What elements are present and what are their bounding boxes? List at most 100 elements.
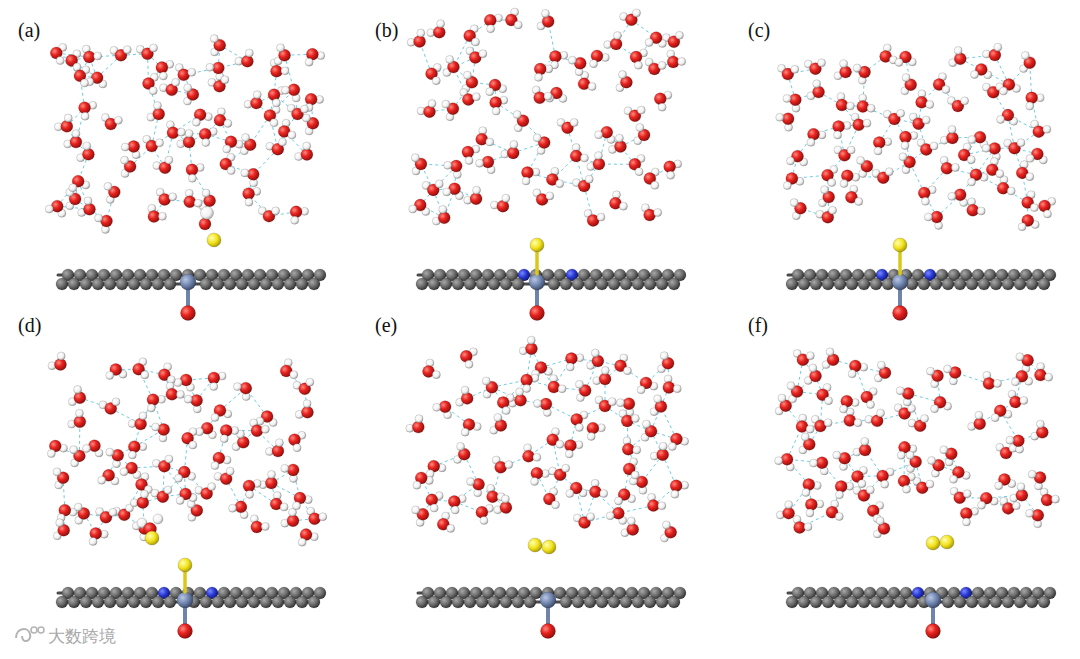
hydrogen-atom	[152, 423, 160, 431]
hydrogen-atom	[633, 9, 641, 17]
hydrogen-atom	[246, 490, 254, 498]
hydrogen-atom	[443, 188, 451, 196]
oxygen-atom	[301, 148, 313, 160]
oxygen-atom	[438, 212, 450, 224]
carbon-atom	[822, 596, 834, 608]
hydrogen-atom	[570, 119, 578, 127]
oxygen-atom	[989, 142, 1001, 154]
hydrogen-atom	[835, 513, 843, 521]
hydrogen-atom	[951, 164, 959, 172]
carbon-atom	[152, 278, 164, 290]
oxygen-atom	[630, 51, 642, 63]
carbon-atom	[92, 596, 104, 608]
oxygen-atom	[243, 480, 255, 492]
hydrogen-atom	[1036, 420, 1044, 428]
oxygen-atom	[305, 93, 317, 105]
oxygen-atom	[235, 501, 247, 513]
hydrogen-atom	[821, 186, 829, 194]
carbon-atom	[308, 596, 320, 608]
oxygen-atom	[153, 108, 165, 120]
carbon-atom	[140, 596, 152, 608]
hydrogen-atom	[84, 197, 92, 205]
carbon-atom	[140, 278, 152, 290]
graphene-sheet	[56, 269, 326, 290]
hydrogen-atom	[516, 388, 524, 396]
oxygen-atom	[833, 120, 845, 132]
hydrogen-bonds	[55, 369, 314, 533]
hydrogen-atom	[994, 43, 1002, 51]
carbon-atom	[798, 278, 810, 290]
carbon-atom	[68, 596, 80, 608]
carbon-atom	[954, 596, 966, 608]
hydrogen-atom	[790, 199, 798, 207]
oxygen-atom	[654, 93, 666, 105]
oxygen-atom	[462, 146, 474, 158]
carbon-atom	[620, 278, 632, 290]
hydrogen-atom	[1026, 509, 1034, 517]
oxygen-atom	[243, 188, 255, 200]
hydrogen-atom	[81, 112, 89, 120]
hydrogen-atom	[106, 371, 114, 379]
hydrogen-atom	[1026, 173, 1034, 181]
oxygen-atom	[212, 62, 224, 74]
hydrogen-atom	[176, 390, 184, 398]
carbon-atom	[786, 596, 798, 608]
carbon-atom	[656, 278, 668, 290]
oxygen-atom	[247, 168, 259, 180]
hydrogen-atom	[457, 442, 465, 450]
hydrogen-atom	[412, 506, 420, 514]
metal-atom	[177, 592, 193, 608]
carbon-atom	[632, 596, 644, 608]
carbon-atom	[500, 278, 512, 290]
oxygen-atom	[199, 128, 211, 140]
oxygen-atom	[531, 467, 543, 479]
carbon-atom	[476, 596, 488, 608]
oxygen-atom	[412, 421, 424, 433]
oxygen-atom	[783, 507, 795, 519]
oxygen-atom	[191, 394, 203, 406]
hydrogen-atom	[505, 461, 513, 469]
hydrogen-atom	[835, 491, 843, 499]
carbon-atom	[236, 278, 248, 290]
hydrogen-atom	[502, 407, 510, 415]
oxygen-atom	[137, 497, 149, 509]
hydrogen-atom	[566, 363, 574, 371]
hydrogen-atom	[633, 446, 641, 454]
hydrogen-atom	[658, 103, 666, 111]
carbon-atom	[224, 596, 236, 608]
carbon-atom	[572, 596, 584, 608]
carbon-atom	[822, 278, 834, 290]
hydrogen-atom	[306, 378, 314, 386]
hydrogen-atom	[673, 385, 681, 393]
hydrogen-atom	[224, 119, 232, 127]
water-molecules	[407, 8, 686, 226]
hydrogen-atom	[636, 124, 644, 132]
oxygen-atom	[482, 156, 494, 168]
carbon-atom	[212, 596, 224, 608]
hydrogen-atom	[921, 415, 929, 423]
carbon-atom	[942, 596, 954, 608]
hydrogen-atom	[303, 400, 311, 408]
hydrogen-atom	[70, 446, 78, 454]
adsorbate-atom	[207, 233, 221, 247]
oxygen-atom	[816, 457, 828, 469]
hydrogen-atom	[169, 193, 177, 201]
hydrogen-atom	[783, 182, 791, 190]
oxygen-atom	[622, 443, 634, 455]
hydrogen-atom	[472, 93, 480, 101]
hydrogen-atom	[997, 115, 1005, 123]
hydrogen-atom	[631, 471, 639, 479]
hydrogen-atom	[580, 154, 588, 162]
oxygen-atom	[70, 136, 82, 148]
hydrogen-atom	[783, 94, 791, 102]
panel-illustrations	[45, 8, 1059, 638]
hydrogen-atom	[415, 415, 423, 423]
oxygen-atom	[954, 53, 966, 65]
water-molecules	[775, 348, 1060, 538]
hydrogen-atom	[616, 399, 624, 407]
hydrogen-atom	[975, 411, 983, 419]
hydrogen-atom	[479, 50, 487, 58]
hydrogen-bonds	[788, 55, 1039, 220]
hydrogen-atom	[897, 109, 905, 117]
